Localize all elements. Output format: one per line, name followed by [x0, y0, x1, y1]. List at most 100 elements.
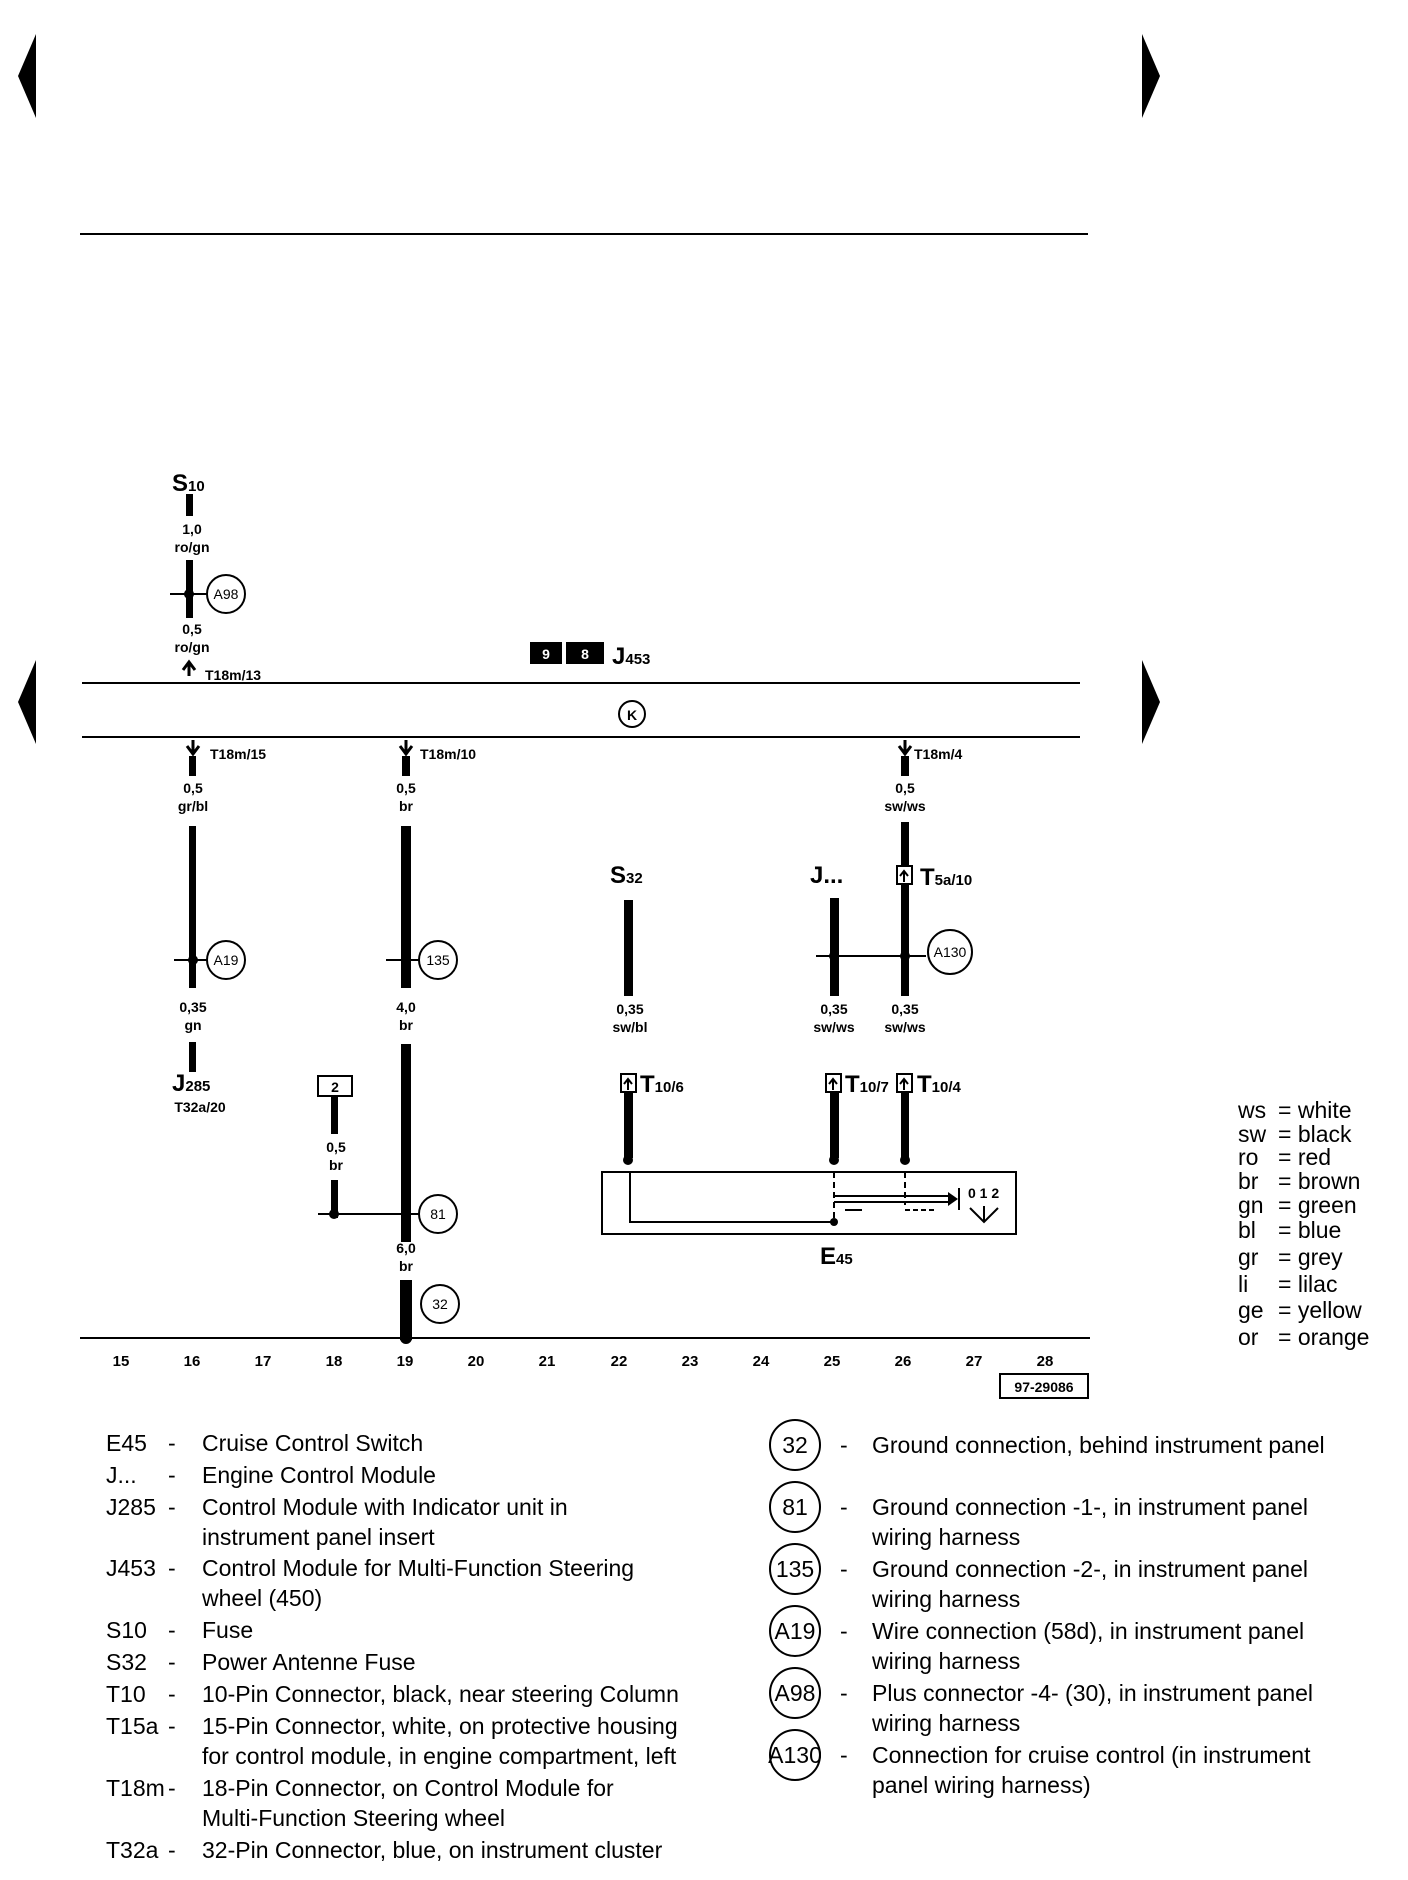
wire-16b-color: gn	[184, 1017, 201, 1033]
t10-6-label: T10/6	[640, 1071, 684, 1098]
prev-page-arrow-mid[interactable]	[18, 660, 36, 744]
legend-text: 32-Pin Connector, blue, on instrument cl…	[202, 1837, 663, 1863]
k-symbol: K	[627, 707, 637, 723]
a130-node	[900, 951, 910, 961]
n135-junction	[418, 940, 458, 980]
legend-text-cont: panel wiring harness)	[872, 1772, 1091, 1798]
legend-text-cont: wiring harness	[871, 1586, 1020, 1612]
e45-label: E45	[820, 1243, 853, 1270]
wire-26a-color: sw/ws	[884, 798, 925, 814]
legend-text: 18-Pin Connector, on Control Module for	[202, 1775, 614, 1801]
legend-text: Engine Control Module	[202, 1462, 436, 1488]
color-code: bl	[1238, 1217, 1256, 1243]
wire-25-node	[829, 951, 839, 961]
wire-16a-color: gr/bl	[178, 798, 208, 814]
legend-code: J285	[106, 1494, 156, 1520]
legend-sep: -	[168, 1681, 176, 1707]
a130-junction	[927, 929, 973, 975]
legend-symbol-circle	[769, 1543, 821, 1595]
color-code: li	[1238, 1271, 1248, 1297]
wire-s10-color: ro/gn	[175, 539, 210, 555]
wire-18-top-stub	[331, 1096, 338, 1134]
legend-text: Ground connection -1-, in instrument pan…	[872, 1494, 1308, 1520]
wire-22-color: sw/bl	[612, 1019, 647, 1035]
e45-contact-arrow	[948, 1192, 958, 1206]
legend-text-cont: Multi-Function Steering wheel	[202, 1805, 505, 1831]
column-number: 19	[397, 1353, 414, 1370]
legend-text: Control Module for Multi-Function Steeri…	[202, 1555, 634, 1581]
wire-a98-size: 0,5	[182, 621, 202, 637]
color-name: = green	[1278, 1192, 1357, 1218]
column-number: 20	[468, 1353, 485, 1370]
legend-symbol-circle	[769, 1481, 821, 1533]
wire-19b-color: br	[399, 1017, 414, 1033]
a19-junction	[206, 940, 246, 980]
t10-6-connector-arrow	[623, 1077, 633, 1090]
legend-sep: -	[168, 1837, 176, 1863]
wire-16b-size: 0,35	[179, 999, 206, 1015]
legend-symbol: A98	[775, 1680, 816, 1706]
t18m4-connector-icon	[897, 740, 913, 757]
n32-junction-label: 32	[432, 1296, 448, 1312]
wire-25-upper-segment	[830, 898, 839, 996]
next-page-arrow-top[interactable]	[1142, 34, 1160, 118]
legend-symbol: 135	[776, 1556, 814, 1582]
column-number: 17	[255, 1353, 272, 1370]
prev-page-arrow-top[interactable]	[18, 34, 36, 118]
legend-symbol-circle	[769, 1667, 821, 1719]
wire-19c-segment	[400, 1280, 412, 1340]
legend-sep: -	[168, 1649, 176, 1675]
t5a-connector-arrow	[899, 869, 909, 882]
legend-sep: -	[168, 1775, 176, 1801]
t18m4-label: T18m/4	[914, 746, 962, 762]
legend-code: T32a	[106, 1837, 159, 1863]
wire-25-color: sw/ws	[813, 1019, 854, 1035]
color-code: ws	[1237, 1097, 1266, 1123]
t10-4-connector-arrow	[899, 1077, 909, 1090]
legend-symbol: A130	[768, 1742, 822, 1768]
t18m10-connector-icon	[398, 740, 414, 757]
wire-19a-segment	[401, 826, 411, 988]
n81-junction	[418, 1194, 458, 1234]
legend-symbol: A19	[775, 1618, 816, 1644]
legend-text: 15-Pin Connector, white, on protective h…	[202, 1713, 678, 1739]
wire-22-upper-segment	[624, 900, 633, 996]
wire-19c-color: br	[399, 1258, 414, 1274]
color-code: br	[1238, 1168, 1259, 1194]
n135-node	[401, 955, 411, 965]
legend-code: J...	[106, 1462, 137, 1488]
a98-node	[184, 589, 194, 599]
legend-sep: -	[168, 1617, 176, 1643]
relay-terminal-9-label: 9	[542, 646, 550, 662]
color-code: gr	[1238, 1244, 1259, 1270]
wire-18-color: br	[329, 1157, 344, 1173]
t18m13-label: T18m/13	[205, 667, 261, 683]
j-dots-label: J...	[810, 862, 843, 889]
n32-junction	[420, 1284, 460, 1324]
legend-text-cont: wheel (450)	[201, 1585, 322, 1611]
wire-19b-segment	[401, 1044, 411, 1242]
legend-sep: -	[840, 1556, 848, 1582]
wire-26a-size: 0,5	[895, 780, 915, 796]
color-name: = grey	[1278, 1244, 1343, 1270]
legend-code: J453	[106, 1555, 156, 1581]
color-name: = brown	[1278, 1168, 1360, 1194]
column-number: 27	[966, 1353, 983, 1370]
terminal-box-2-label: 2	[331, 1079, 339, 1095]
column-number: 26	[895, 1353, 912, 1370]
wire-26b-color: sw/ws	[884, 1019, 925, 1035]
e45-switch-positions: 0 1 2	[968, 1185, 999, 1201]
color-name: = black	[1278, 1121, 1352, 1147]
t5a-label: T5a/10	[920, 864, 972, 891]
column-number: 28	[1037, 1353, 1054, 1370]
next-page-arrow-mid[interactable]	[1142, 660, 1160, 744]
legend-text: Power Antenne Fuse	[202, 1649, 416, 1675]
relay-terminal-8-label: 8	[581, 646, 589, 662]
legend-code: T15a	[106, 1713, 159, 1739]
t18m13-connector-icon	[181, 659, 197, 676]
n81-junction-label: 81	[430, 1206, 446, 1222]
j453-label: J453	[612, 643, 650, 670]
color-code: gn	[1238, 1192, 1264, 1218]
t18m10-label: T18m/10	[420, 746, 476, 762]
